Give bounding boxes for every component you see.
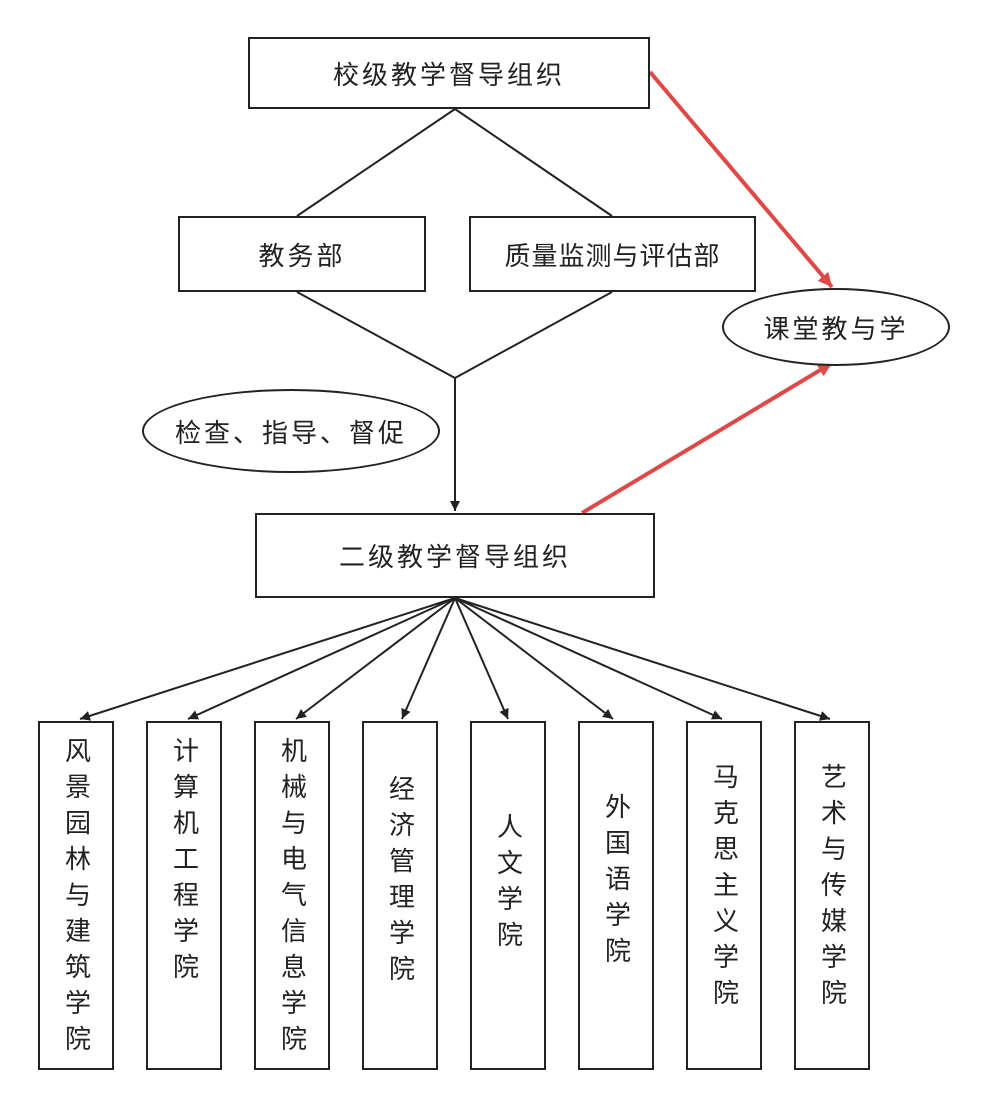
dept-quality-assessment-label: 质量监测与评估部 [504,241,721,272]
college-label: 人文学院 [492,813,523,957]
college-box: 马克思主义学院 [686,721,762,1070]
college-box: 人文学院 [470,721,546,1070]
college-label: 经济管理学院 [384,775,415,991]
arrow-to-college-5 [454,597,509,720]
dept-academic-affairs-label: 教务部 [258,241,346,272]
college-label: 机械与电气信息学院 [276,737,307,1061]
college-box: 经济管理学院 [362,721,438,1070]
college-box: 计算机工程学院 [146,721,222,1070]
actions-label: 检查、指导、督促 [174,418,407,449]
classroom-label: 课堂教与学 [763,314,909,345]
line-top-to-left-dept [296,108,456,217]
line-right-dept-to-join [454,291,613,379]
college-label: 计算机工程学院 [168,737,199,989]
college-box: 机械与电气信息学院 [254,721,330,1070]
red-arrow-second-to-classroom [580,361,834,515]
college-box: 外国语学院 [578,721,654,1070]
second-org-box: 二级教学督导组织 [255,513,655,598]
arrow-to-college-3 [295,597,456,720]
arrow-to-college-2 [187,597,456,720]
red-arrow-top-to-classroom [648,70,834,289]
arrow-to-college-4 [401,597,456,720]
top-org-box: 校级教学督导组织 [248,37,650,109]
college-box: 风景园林与建筑学院 [38,721,114,1070]
college-label: 风景园林与建筑学院 [60,737,91,1061]
arrow-to-college-6 [454,597,614,720]
dept-quality-assessment-box: 质量监测与评估部 [469,216,756,292]
actions-oval: 检查、指导、督促 [142,389,440,473]
second-org-label: 二级教学督导组织 [338,543,571,573]
arrow-to-college-1 [79,597,456,721]
line-left-dept-to-join [296,291,456,379]
line-top-to-right-dept [454,108,613,217]
arrow-to-college-8 [454,597,831,721]
top-org-label: 校级教学督导组织 [332,60,565,91]
college-label: 马克思主义学院 [708,763,739,1015]
college-label: 艺术与传媒学院 [816,763,847,1015]
college-label: 外国语学院 [600,793,631,973]
dept-academic-affairs-box: 教务部 [178,216,426,292]
college-box: 艺术与传媒学院 [794,721,870,1070]
arrow-to-college-7 [454,597,723,720]
classroom-oval: 课堂教与学 [722,288,950,366]
